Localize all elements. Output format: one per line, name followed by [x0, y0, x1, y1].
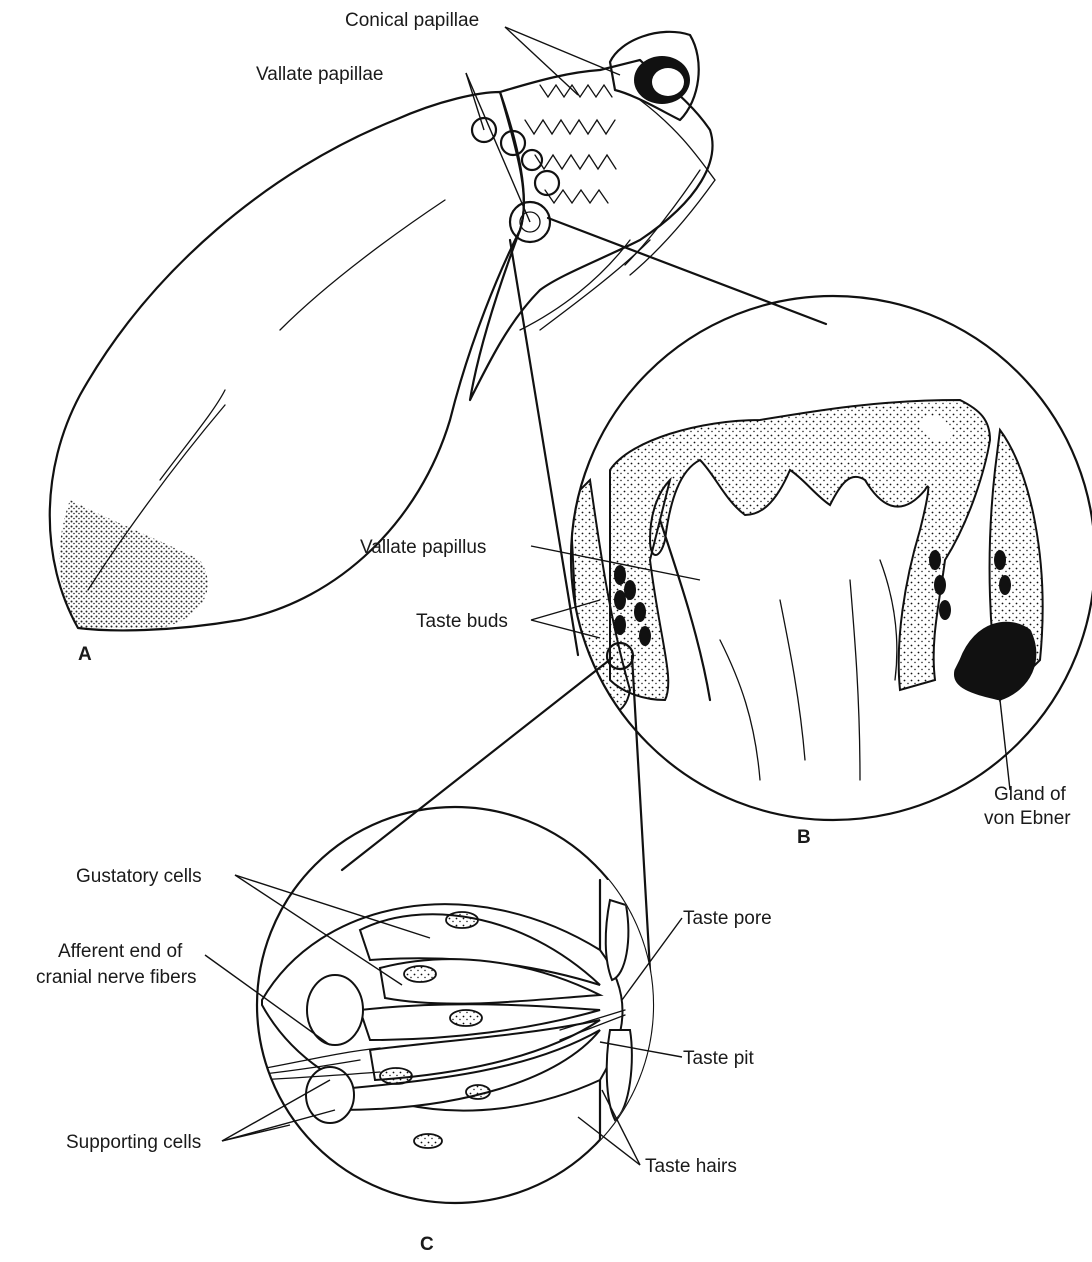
vallate-papillus-section	[570, 296, 1092, 820]
label-conical-papillae: Conical papillae	[345, 10, 479, 31]
label-afferent-line2: cranial nerve fibers	[36, 967, 197, 988]
panel-label-c: C	[420, 1234, 434, 1255]
panel-label-a: A	[78, 644, 92, 665]
label-vallate-papillus: Vallate papillus	[360, 537, 486, 558]
label-taste-pore: Taste pore	[683, 908, 772, 929]
label-vallate-papillae: Vallate papillae	[256, 64, 383, 85]
label-taste-buds: Taste buds	[416, 611, 508, 632]
label-afferent-line1: Afferent end of	[58, 941, 183, 962]
label-gustatory-cells: Gustatory cells	[76, 866, 202, 887]
label-taste-hairs: Taste hairs	[645, 1156, 737, 1177]
taste-bud-detail	[255, 807, 660, 1203]
label-taste-pit: Taste pit	[683, 1048, 754, 1069]
label-gland-line2: von Ebner	[984, 808, 1071, 829]
label-supporting-cells: Supporting cells	[66, 1132, 201, 1153]
label-gland-line1: Gland of	[994, 784, 1067, 805]
panel-label-b: B	[797, 827, 811, 848]
